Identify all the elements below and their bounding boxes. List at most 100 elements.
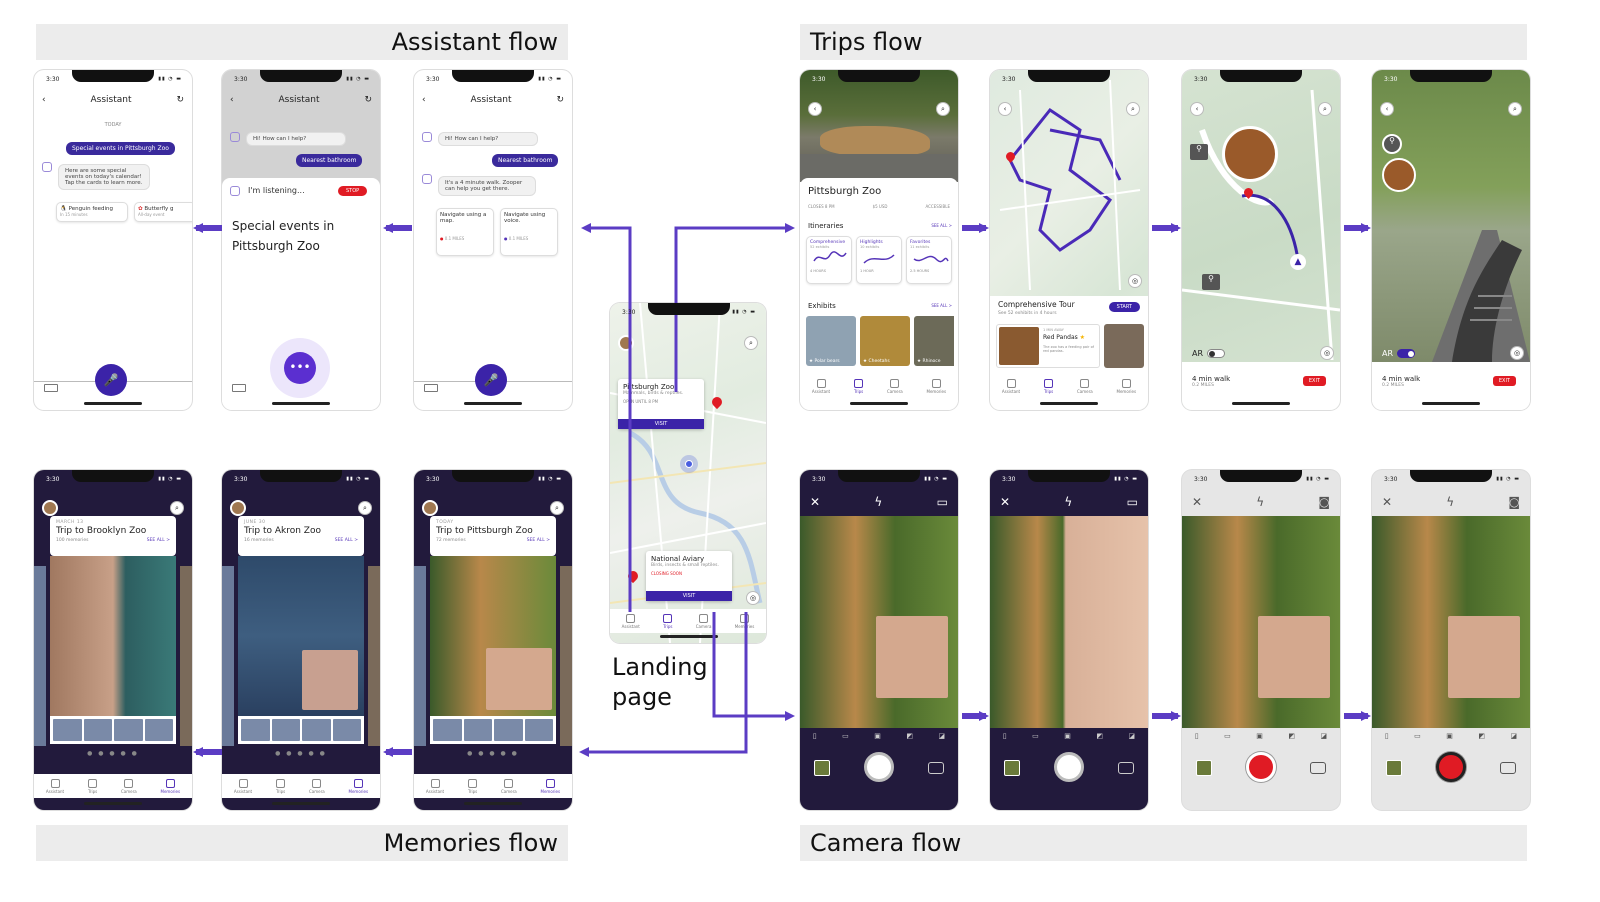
microphone-button[interactable]: 🎤 bbox=[475, 364, 507, 396]
camera-layout-modes[interactable]: ▯▭▣◩◪ bbox=[1384, 732, 1518, 740]
back-chevron-icon[interactable]: ‹ bbox=[230, 95, 234, 105]
record-button[interactable] bbox=[1436, 752, 1466, 782]
tab-trips[interactable]: Trips bbox=[276, 778, 285, 794]
exhibit-card[interactable]: ★ Rhinoce bbox=[914, 316, 954, 366]
memory-thumbnails[interactable] bbox=[50, 716, 176, 744]
search-icon[interactable]: ⌕ bbox=[550, 501, 564, 515]
tab-assistant[interactable]: Assistant bbox=[1002, 378, 1020, 394]
tab-assistant[interactable]: Assistant bbox=[234, 778, 252, 794]
camera-layout-modes[interactable]: ▯▭▣◩◪ bbox=[1194, 732, 1328, 740]
shutter-button[interactable] bbox=[864, 752, 894, 782]
avatar[interactable] bbox=[230, 500, 246, 516]
camera-viewfinder[interactable] bbox=[1372, 516, 1530, 728]
ar-toggle[interactable]: AR bbox=[1192, 349, 1226, 358]
restroom-icon[interactable]: ⚲ bbox=[1190, 144, 1208, 160]
tab-trips[interactable]: Trips bbox=[663, 613, 672, 629]
navigate-voice-card[interactable]: Navigate using voice.● 0.1 MILES bbox=[500, 208, 558, 256]
back-icon[interactable]: ‹ bbox=[808, 102, 822, 116]
camera-viewfinder[interactable] bbox=[990, 516, 1148, 728]
see-all-link[interactable]: SEE ALL > bbox=[931, 303, 952, 308]
camera-flip-icon[interactable] bbox=[1118, 762, 1134, 774]
exhibit-thumbnail[interactable] bbox=[1104, 324, 1144, 368]
avatar[interactable] bbox=[618, 335, 634, 351]
camera-flip-icon[interactable] bbox=[1310, 762, 1326, 774]
close-icon[interactable]: ✕ bbox=[1000, 495, 1011, 509]
video-icon[interactable]: ▭ bbox=[936, 495, 948, 509]
search-icon[interactable]: ⌕ bbox=[358, 501, 372, 515]
see-all-link[interactable]: SEE ALL > bbox=[931, 223, 952, 228]
see-all-link[interactable]: SEE ALL > bbox=[146, 538, 170, 543]
close-icon[interactable]: ✕ bbox=[810, 495, 821, 509]
see-all-link[interactable]: SEE ALL > bbox=[526, 538, 550, 543]
refresh-icon[interactable]: ↻ bbox=[556, 95, 564, 105]
tab-memories[interactable]: Memories bbox=[541, 778, 560, 794]
back-icon[interactable]: ‹ bbox=[1380, 102, 1394, 116]
camera-viewfinder[interactable] bbox=[800, 516, 958, 728]
tab-trips[interactable]: Trips bbox=[1044, 378, 1053, 394]
memory-thumbnails[interactable] bbox=[238, 716, 364, 744]
exhibit-card[interactable]: ★ Polar bears bbox=[806, 316, 856, 366]
locate-icon[interactable]: ◎ bbox=[746, 591, 760, 605]
tab-memories[interactable]: Memories bbox=[349, 778, 368, 794]
listening-dots-button[interactable]: ••• bbox=[284, 352, 316, 384]
exit-button[interactable]: EXIT bbox=[1302, 376, 1326, 386]
gallery-thumbnail[interactable] bbox=[1196, 760, 1212, 776]
tab-trips[interactable]: Trips bbox=[88, 778, 97, 794]
memory-thumbnails[interactable] bbox=[430, 716, 556, 744]
camera-layout-modes[interactable]: ▯▭▣◩◪ bbox=[1002, 732, 1136, 740]
tab-memories[interactable]: Memories bbox=[161, 778, 180, 794]
record-button[interactable] bbox=[1246, 752, 1276, 782]
next-exhibit-card[interactable]: 1 MIN AWAY Red Pandas ★ The zoo has a fe… bbox=[996, 324, 1100, 368]
place-card-national-aviary[interactable]: National Aviary Birds, insects & small r… bbox=[646, 551, 732, 601]
search-icon[interactable]: ⌕ bbox=[744, 336, 758, 350]
tab-assistant[interactable]: Assistant bbox=[426, 778, 444, 794]
camera-icon[interactable]: ◙ bbox=[1508, 495, 1520, 509]
restroom-icon[interactable]: ⚲ bbox=[1382, 134, 1402, 154]
tab-memories[interactable]: Memories bbox=[1117, 378, 1136, 394]
start-tour-button[interactable]: START bbox=[1108, 302, 1140, 312]
ar-path-view[interactable] bbox=[1372, 70, 1530, 362]
camera-layout-modes[interactable]: ▯▭▣◩◪ bbox=[812, 732, 946, 740]
camera-flip-icon[interactable] bbox=[928, 762, 944, 774]
locate-icon[interactable]: ◎ bbox=[1128, 274, 1142, 288]
back-chevron-icon[interactable]: ‹ bbox=[422, 95, 426, 105]
restroom-icon[interactable]: ⚲ bbox=[1202, 274, 1220, 290]
tab-assistant[interactable]: Assistant bbox=[46, 778, 64, 794]
memory-photo[interactable] bbox=[238, 556, 364, 716]
tour-route-map[interactable] bbox=[990, 70, 1148, 300]
tab-memories[interactable]: Memories bbox=[927, 378, 946, 394]
search-icon[interactable]: ⌕ bbox=[1126, 102, 1140, 116]
back-chevron-icon[interactable]: ‹ bbox=[42, 95, 46, 105]
gallery-thumbnail[interactable] bbox=[1004, 760, 1020, 776]
shutter-button[interactable] bbox=[1054, 752, 1084, 782]
visit-button[interactable]: VISIT bbox=[618, 419, 704, 429]
back-icon[interactable]: ‹ bbox=[998, 102, 1012, 116]
memory-photo[interactable] bbox=[430, 556, 556, 716]
tab-camera[interactable]: Camera bbox=[501, 778, 517, 794]
camera-flip-icon[interactable] bbox=[1500, 762, 1516, 774]
flash-icon[interactable]: ϟ bbox=[1064, 495, 1073, 509]
refresh-icon[interactable]: ↻ bbox=[364, 95, 372, 105]
search-icon[interactable]: ⌕ bbox=[1318, 102, 1332, 116]
keyboard-icon[interactable] bbox=[232, 384, 246, 392]
camera-viewfinder[interactable] bbox=[1182, 516, 1340, 728]
red-panda-marker[interactable] bbox=[1222, 126, 1278, 182]
exhibit-card[interactable]: ★ Cheetahs bbox=[860, 316, 910, 366]
refresh-icon[interactable]: ↻ bbox=[176, 95, 184, 105]
close-icon[interactable]: ✕ bbox=[1192, 495, 1203, 509]
flash-icon[interactable]: ϟ bbox=[1446, 495, 1455, 509]
search-icon[interactable]: ⌕ bbox=[936, 102, 950, 116]
tab-assistant[interactable]: Assistant bbox=[622, 613, 640, 629]
avatar[interactable] bbox=[422, 500, 438, 516]
tab-camera[interactable]: Camera bbox=[696, 613, 711, 629]
avatar[interactable] bbox=[42, 500, 58, 516]
flash-icon[interactable]: ϟ bbox=[1256, 495, 1265, 509]
stop-button[interactable]: STOP bbox=[338, 186, 368, 196]
